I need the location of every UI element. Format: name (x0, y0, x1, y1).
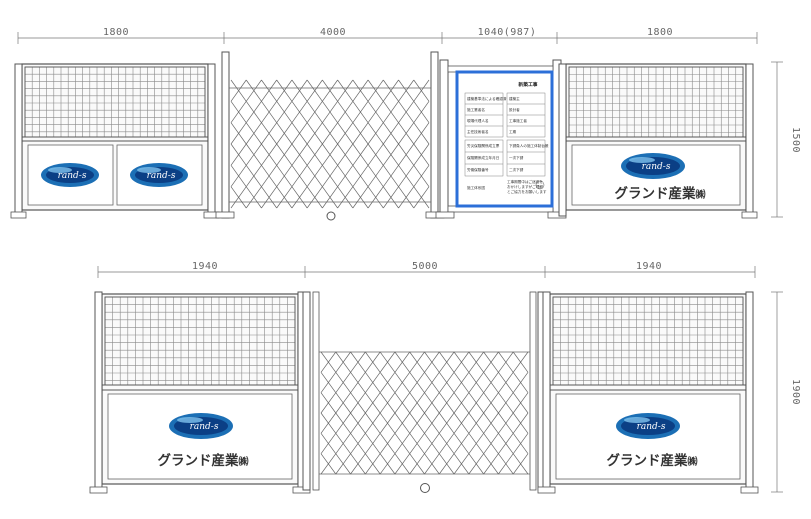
logo-text: rand-s (637, 422, 666, 432)
top-dimension-lines (17, 32, 783, 218)
bottom-dimension-lines (97, 266, 783, 493)
top-dim-label-1: 1800 (103, 27, 129, 38)
top-dim-label-4: 1800 (647, 27, 673, 38)
bottom-height-label: 1900 (790, 379, 801, 405)
sign-row: 設計者 (509, 107, 520, 112)
bottom-left-fence-panel (89, 291, 311, 494)
sign-row: 一次下請 (509, 155, 524, 160)
sign-title: 新築工事 (518, 81, 537, 88)
sign-row: 工事施工者 (509, 118, 527, 123)
top-accordion-gate (215, 51, 445, 221)
sign-row: 工期 (509, 129, 517, 134)
sign-notice: 工事期間中はご迷惑を (507, 179, 543, 184)
logo-text: rand-s (58, 171, 87, 181)
sign-board-section: 新築工事 建築基準法による確認済 施工業者名 現場代理人名 主任技術者名 建築主… (435, 59, 567, 219)
top-height-label: 1500 (790, 127, 801, 153)
bottom-dim-label-3: 1940 (636, 261, 662, 272)
sign-row: 保険関係成立年月日 (467, 155, 499, 160)
sign-notice: とご協力をお願いします (507, 189, 547, 194)
logo-text: rand-s (190, 422, 219, 432)
brand-logo: rand-s (169, 413, 233, 439)
sign-row: 施工業者名 (467, 107, 485, 112)
sign-row: 現場代理人名 (467, 118, 489, 123)
sign-footer: 施工体系図 (467, 185, 485, 190)
top-lattice (230, 79, 430, 209)
bottom-accordion-gate (302, 291, 546, 493)
bottom-dim-label-2: 5000 (412, 261, 438, 272)
sign-row: 労働保険番号 (467, 167, 489, 172)
top-dim-label-2: 4000 (320, 27, 346, 38)
sign-row: 下請負人の施工体制台帳 (509, 143, 549, 148)
logo-text: rand-s (147, 171, 176, 181)
sign-row: 労災保険関係成立票 (467, 143, 500, 148)
bottom-dim-label-1: 1940 (192, 261, 218, 272)
sign-row: 建築基準法による確認済 (467, 96, 507, 101)
company-name: グランド産業㈱ (615, 185, 706, 202)
brand-logo: rand-s (41, 163, 99, 187)
brand-logo: rand-s (616, 413, 680, 439)
sign-row: 二次下請 (509, 167, 524, 172)
brand-logo: rand-s (130, 163, 188, 187)
bottom-lattice (320, 351, 529, 475)
top-dim-label-3: 1040(987) (478, 27, 537, 38)
company-name: グランド産業㈱ (158, 452, 249, 469)
top-left-fence-panel (10, 63, 220, 219)
sign-row: 主任技術者名 (467, 129, 489, 134)
sign-row: 建築主 (509, 96, 520, 101)
top-right-mesh (568, 66, 744, 137)
brand-logo: rand-s (621, 153, 685, 179)
sign-notice: おかけしますがご理解 (507, 184, 543, 189)
company-name: グランド産業㈱ (607, 452, 698, 469)
logo-text: rand-s (642, 162, 671, 172)
